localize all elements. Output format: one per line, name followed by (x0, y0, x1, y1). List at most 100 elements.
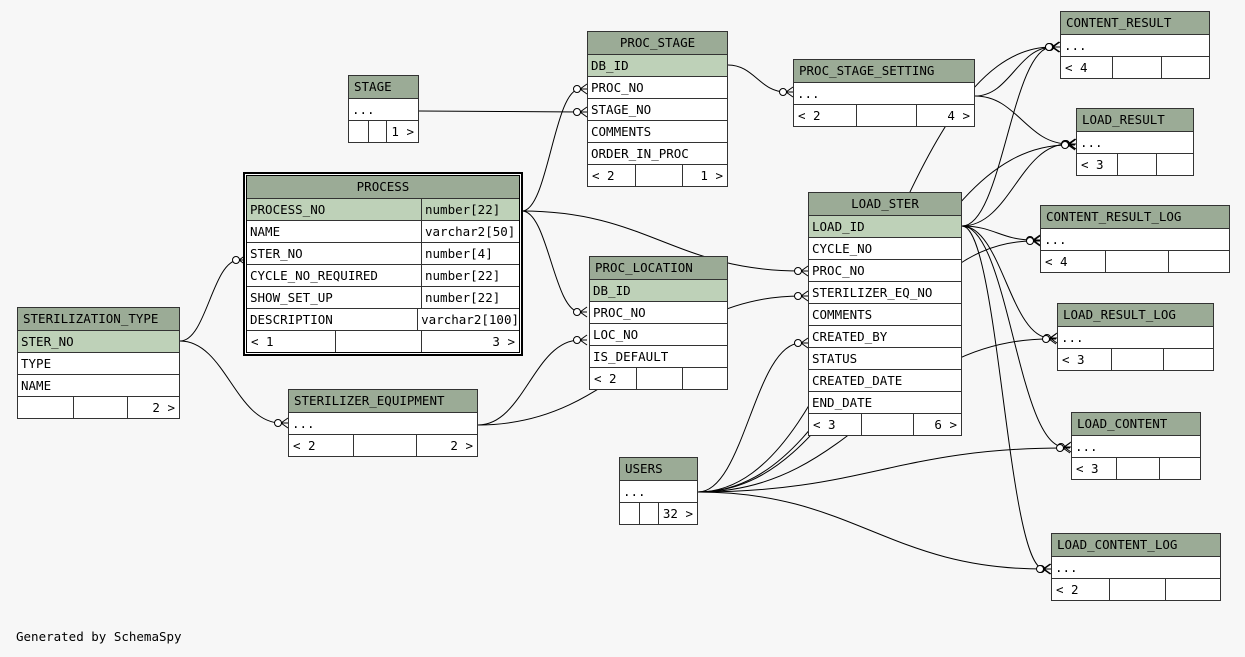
table-footer: < 2 (590, 367, 727, 389)
column-row: NAME varchar2[50] (247, 220, 519, 242)
column-type: varchar2[100] (417, 309, 519, 330)
child-count[interactable]: 1 > (386, 121, 418, 142)
column-row: STER_NO number[4] (247, 242, 519, 264)
column-row: LOC_NO (590, 323, 727, 345)
parent-count[interactable]: < 4 (1065, 60, 1088, 75)
columns-ellipsis: ... (289, 412, 477, 434)
column-row: END_DATE (809, 391, 961, 413)
table-load-content[interactable]: LOAD_CONTENT ... < 3 (1071, 412, 1201, 480)
table-header: STERILIZER_EQUIPMENT (289, 390, 477, 412)
table-header: CONTENT_RESULT (1061, 12, 1209, 34)
column-type: number[4] (421, 243, 519, 264)
table-footer: < 2 1 > (588, 164, 727, 186)
table-content-result[interactable]: CONTENT_RESULT ... < 4 (1060, 11, 1210, 79)
column-row: TYPE (18, 352, 179, 374)
column-row: PROC_NO (588, 76, 727, 98)
child-count[interactable]: 6 > (913, 414, 961, 435)
child-count[interactable]: 3 > (421, 331, 519, 352)
edge-process-load-ster (521, 210, 809, 277)
child-count[interactable]: 32 > (657, 503, 697, 524)
edge-process-proc-stage (521, 83, 588, 212)
parent-count[interactable]: < 3 (1081, 157, 1104, 172)
parent-count[interactable]: < 3 (1076, 461, 1099, 476)
table-footer: < 3 (1072, 457, 1200, 479)
columns-ellipsis: ... (1052, 556, 1220, 578)
column-row: IS_DEFAULT (590, 345, 727, 367)
parent-count[interactable]: < 2 (592, 168, 615, 183)
column-name: STER_NO (250, 246, 303, 261)
parent-count[interactable]: < 2 (798, 108, 821, 123)
table-header: LOAD_CONTENT_LOG (1052, 534, 1220, 556)
column-row: SHOW_SET_UP number[22] (247, 286, 519, 308)
table-footer: < 3 (1077, 153, 1193, 175)
edge-users-load-ster (697, 337, 809, 493)
table-proc-location[interactable]: PROC_LOCATION DB_ID PROC_NO LOC_NO IS_DE… (589, 256, 728, 390)
table-header: LOAD_RESULT (1077, 109, 1193, 131)
column-name: DESCRIPTION (250, 312, 333, 327)
table-header: STERILIZATION_TYPE (18, 308, 179, 330)
columns-ellipsis: ... (1072, 435, 1200, 457)
column-type: number[22] (421, 199, 519, 220)
parent-count[interactable]: < 3 (813, 417, 836, 432)
table-header: LOAD_STER (809, 193, 961, 215)
parent-count[interactable]: < 2 (293, 438, 316, 453)
column-row: CYCLE_NO (809, 237, 961, 259)
column-row: PROC_NO (590, 301, 727, 323)
table-footer: 2 > (18, 396, 179, 418)
table-footer: < 2 (1052, 578, 1220, 600)
column-row: CREATED_BY (809, 325, 961, 347)
column-row: STAGE_NO (588, 98, 727, 120)
column-name: CYCLE_NO_REQUIRED (250, 268, 378, 283)
column-type: varchar2[50] (421, 221, 519, 242)
columns-ellipsis: ... (794, 82, 974, 104)
table-footer: 1 > (349, 120, 418, 142)
table-content-result-log[interactable]: CONTENT_RESULT_LOG ... < 4 (1040, 205, 1230, 273)
table-sterilization-type[interactable]: STERILIZATION_TYPE STER_NO TYPE NAME 2 > (17, 307, 180, 419)
edge-users-load-content-log (697, 491, 1051, 575)
table-process[interactable]: PROCESS PROCESS_NO number[22] NAME varch… (243, 172, 523, 356)
parent-count[interactable]: < 3 (1062, 352, 1085, 367)
edge-sterilizer-equipment-proc-location (477, 334, 588, 426)
generated-by-credit: Generated by SchemaSpy (16, 629, 182, 644)
column-row: DB_ID (590, 279, 727, 301)
columns-ellipsis: ... (1061, 34, 1209, 56)
table-load-result-log[interactable]: LOAD_RESULT_LOG ... < 3 (1057, 303, 1214, 371)
column-type: number[22] (421, 265, 519, 286)
table-users[interactable]: USERS ... 32 > (619, 457, 698, 525)
column-name: PROCESS_NO (250, 202, 326, 217)
child-count[interactable]: 2 > (416, 435, 477, 456)
columns-ellipsis: ... (620, 480, 697, 502)
columns-ellipsis: ... (1041, 228, 1229, 250)
child-count[interactable]: 2 > (127, 397, 179, 418)
table-header: LOAD_RESULT_LOG (1058, 304, 1213, 326)
table-footer: < 2 2 > (289, 434, 477, 456)
table-load-ster[interactable]: LOAD_STER LOAD_ID CYCLE_NO PROC_NO STERI… (808, 192, 962, 436)
parent-count[interactable]: < 2 (594, 371, 617, 386)
table-header: PROC_STAGE (588, 32, 727, 54)
edge-stage-proc-stage (418, 106, 588, 118)
table-footer: 32 > (620, 502, 697, 524)
table-sterilizer-equipment[interactable]: STERILIZER_EQUIPMENT ... < 2 2 > (288, 389, 478, 457)
edge-users-load-content (697, 442, 1071, 493)
column-row: NAME (18, 374, 179, 396)
table-stage[interactable]: STAGE ... 1 > (348, 75, 419, 143)
edge-sterilization-type-sterilizer-equipment (179, 340, 289, 429)
column-name: SHOW_SET_UP (250, 290, 333, 305)
table-proc-stage-setting[interactable]: PROC_STAGE_SETTING ... < 2 4 > (793, 59, 975, 127)
child-count[interactable]: 1 > (682, 165, 727, 186)
column-row: COMMENTS (588, 120, 727, 142)
table-load-content-log[interactable]: LOAD_CONTENT_LOG ... < 2 (1051, 533, 1221, 601)
column-row: STER_NO (18, 330, 179, 352)
edge-load-ster-load-content-log (961, 225, 1052, 575)
columns-ellipsis: ... (1077, 131, 1193, 153)
table-footer: < 4 (1061, 56, 1209, 78)
parent-count[interactable]: < 1 (251, 334, 274, 349)
table-load-result[interactable]: LOAD_RESULT ... < 3 (1076, 108, 1194, 176)
edge-process-proc-location (521, 210, 588, 318)
parent-count[interactable]: < 4 (1045, 254, 1068, 269)
column-name: NAME (250, 224, 281, 239)
table-proc-stage[interactable]: PROC_STAGE DB_ID PROC_NO STAGE_NO COMMEN… (587, 31, 728, 187)
column-row: ORDER_IN_PROC (588, 142, 727, 164)
child-count[interactable]: 4 > (916, 105, 974, 126)
parent-count[interactable]: < 2 (1056, 582, 1079, 597)
